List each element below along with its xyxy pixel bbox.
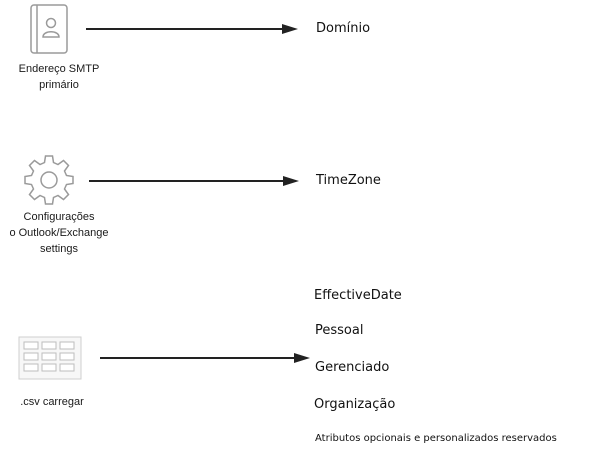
- arrow-smtp-to-dominio: [86, 24, 298, 34]
- settings-source-label: Configurações o Outlook/Exchange setting…: [0, 209, 118, 257]
- grid-table-icon: [18, 336, 82, 380]
- target-dominio: Domínio: [316, 21, 371, 36]
- settings-label-line2: o Outlook/Exchange: [9, 227, 109, 239]
- settings-label-line3: settings: [40, 243, 78, 255]
- target-atributos: Atributos opcionais e personalizados res…: [315, 433, 557, 444]
- csv-label-line1: .csv carregar: [20, 396, 84, 408]
- arrow-csv-to-attributes: [100, 353, 310, 363]
- smtp-label-line1: Endereço SMTP: [18, 63, 100, 75]
- gear-icon: [24, 155, 74, 205]
- settings-label-line1: Configurações: [23, 211, 95, 223]
- target-pessoal: Pessoal: [315, 323, 364, 338]
- smtp-source-label: Endereço SMTP primário: [0, 61, 118, 93]
- smtp-label-line2: primário: [39, 79, 79, 91]
- arrow-settings-to-timezone: [89, 176, 299, 186]
- target-timezone: TimeZone: [316, 173, 381, 188]
- target-effective-date: EffectiveDate: [314, 288, 402, 303]
- target-organizacao: Organização: [314, 397, 396, 412]
- csv-source-label: .csv carregar: [0, 394, 104, 410]
- contact-book-icon: [30, 4, 68, 54]
- target-gerenciado: Gerenciado: [315, 360, 390, 375]
